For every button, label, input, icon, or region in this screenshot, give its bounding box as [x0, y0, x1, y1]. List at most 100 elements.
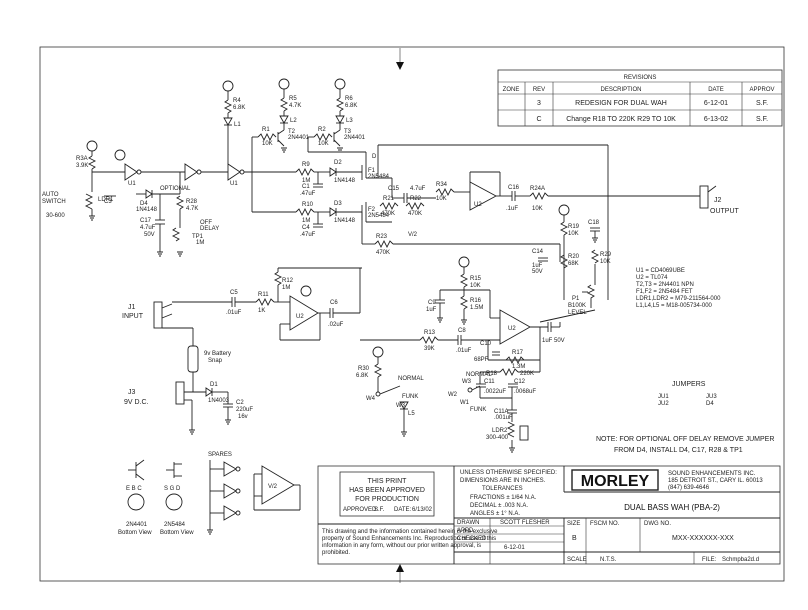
revisions-table: REVISIONS ZONE REV DESCRIPTION DATE APPR…	[497, 69, 783, 127]
svg-text:W3: W3	[396, 403, 406, 409]
svg-text:220K: 220K	[520, 371, 534, 377]
svg-text:SCOTT FLESHER: SCOTT FLESHER	[500, 520, 550, 526]
svg-text:D4: D4	[706, 401, 714, 407]
resistor-r30	[373, 363, 383, 378]
drawing-title: DUAL BASS WAH (PBA-2)	[624, 503, 720, 512]
svg-text:U1 = CD4069UBE: U1 = CD4069UBE	[636, 268, 685, 274]
svg-text:220uF: 220uF	[236, 407, 253, 413]
svg-text:R6: R6	[345, 96, 353, 102]
svg-text:.01uF: .01uF	[226, 310, 242, 316]
morley-logo	[571, 469, 659, 491]
svg-text:JUMPERS: JUMPERS	[672, 381, 706, 388]
supply-9v-icon	[222, 80, 234, 92]
ground-icon	[509, 447, 515, 453]
svg-text:L2: L2	[290, 118, 297, 124]
to92-pinout-icon	[165, 493, 183, 511]
to92-pinout-icon	[127, 493, 145, 511]
ground-icon	[592, 237, 598, 243]
svg-text:2N4401: 2N4401	[126, 522, 148, 528]
svg-text:SOUND ENHANCEMENTS INC.: SOUND ENHANCEMENTS INC.	[668, 471, 756, 477]
svg-text:T2,T3 = 2N4401 NPN: T2,T3 = 2N4401 NPN	[636, 282, 694, 288]
rev-row1-rev: 3	[537, 100, 541, 107]
svg-text:U2: U2	[474, 202, 482, 208]
svg-text:D: D	[372, 154, 377, 160]
svg-text:R18: R18	[486, 371, 498, 377]
funk-switch	[379, 385, 401, 395]
svg-text:R30: R30	[358, 366, 370, 372]
ground-icon	[157, 251, 163, 257]
resistor-r28	[175, 195, 185, 210]
svg-text:N.T.S.: N.T.S.	[600, 557, 617, 563]
svg-text:C12: C12	[514, 379, 526, 385]
rev-header-date: DATE	[708, 87, 724, 93]
svg-text:10K: 10K	[318, 141, 329, 147]
svg-text:OFF: OFF	[200, 220, 212, 226]
jumpers-section: JUMPERS JU1 JU3 JU2 D4 NOTE: FOR OPTIONA…	[596, 381, 774, 454]
svg-text:R29: R29	[600, 252, 612, 258]
svg-text:L5: L5	[408, 411, 415, 417]
svg-text:JU1: JU1	[658, 394, 669, 400]
svg-text:THIS PRINT: THIS PRINT	[368, 478, 408, 485]
svg-text:JU3: JU3	[706, 394, 717, 400]
led-l2-icon	[279, 115, 289, 124]
svg-text:C11A: C11A	[494, 409, 509, 415]
svg-text:FILE:: FILE:	[702, 557, 717, 563]
svg-text:4.7K: 4.7K	[289, 103, 301, 109]
svg-text:10K: 10K	[262, 141, 273, 147]
svg-text:1M: 1M	[196, 240, 204, 246]
pinouts-section: E B C S G D 2N4401 2N5484 Bottom View Bo…	[118, 452, 301, 536]
svg-text:1uF: 1uF	[532, 263, 543, 269]
ldr-lamp-icon	[519, 425, 529, 441]
trimpot-tp1	[171, 227, 181, 242]
resistor-r1	[257, 132, 277, 142]
ground-icon	[461, 319, 467, 325]
svg-text:HAS BEEN APPROVED: HAS BEEN APPROVED	[349, 487, 425, 494]
svg-text:C9: C9	[428, 300, 436, 306]
svg-text:F1: F1	[368, 168, 376, 174]
svg-text:MORLEY: MORLEY	[581, 473, 650, 490]
svg-text:OUTPUT: OUTPUT	[710, 208, 740, 215]
svg-text:C5: C5	[230, 290, 238, 296]
svg-text:1M: 1M	[302, 178, 310, 184]
svg-text:SPARES: SPARES	[208, 452, 232, 458]
resistor-r14	[435, 187, 455, 197]
resistor-r21	[379, 201, 399, 211]
svg-text:6-12-01: 6-12-01	[504, 545, 525, 551]
ground-icon	[207, 529, 213, 535]
svg-text:SCALE: SCALE	[567, 557, 587, 563]
svg-text:2N5484: 2N5484	[368, 213, 390, 219]
top-center-marker	[396, 62, 404, 70]
rev-row2-appr: S.F.	[756, 116, 768, 123]
svg-text:C3: C3	[104, 199, 112, 205]
svg-text:6/13/02: 6/13/02	[412, 507, 433, 513]
led-l1-icon	[223, 117, 233, 126]
led-driver-section: R4 6.8K R5 4.7K R6 6.8K L1 L2 L3 T2 2N44…	[222, 78, 366, 168]
svg-text:470K: 470K	[381, 211, 395, 217]
supply-9v-icon	[558, 204, 570, 216]
resistor-r13	[419, 335, 439, 345]
svg-text:6.8K: 6.8K	[356, 373, 368, 379]
svg-text:.47uF: .47uF	[300, 232, 316, 238]
svg-text:JU2: JU2	[658, 401, 669, 407]
svg-text:(847) 639-4646: (847) 639-4646	[668, 485, 710, 491]
svg-text:D1: D1	[210, 382, 218, 388]
diode-d4-icon	[145, 189, 153, 199]
svg-text:300-400: 300-400	[486, 435, 509, 441]
supply-9v-icon	[114, 149, 126, 161]
svg-text:10K: 10K	[436, 196, 447, 202]
svg-text:U2 = TL074: U2 = TL074	[636, 275, 668, 281]
opamp-u2b	[469, 181, 497, 211]
ground-icon	[89, 215, 95, 221]
svg-text:SIZE: SIZE	[567, 521, 580, 527]
svg-text:J2: J2	[714, 197, 722, 204]
resistor-r10	[295, 207, 315, 217]
svg-text:1M: 1M	[302, 218, 310, 224]
svg-text:R10: R10	[302, 202, 314, 208]
svg-text:R17: R17	[512, 350, 524, 356]
ground-icon	[189, 429, 195, 435]
svg-text:R20: R20	[568, 254, 580, 260]
svg-text:FSCM NO.: FSCM NO.	[590, 521, 620, 527]
svg-text:.001uF: .001uF	[494, 415, 513, 421]
svg-text:R34: R34	[436, 182, 448, 188]
